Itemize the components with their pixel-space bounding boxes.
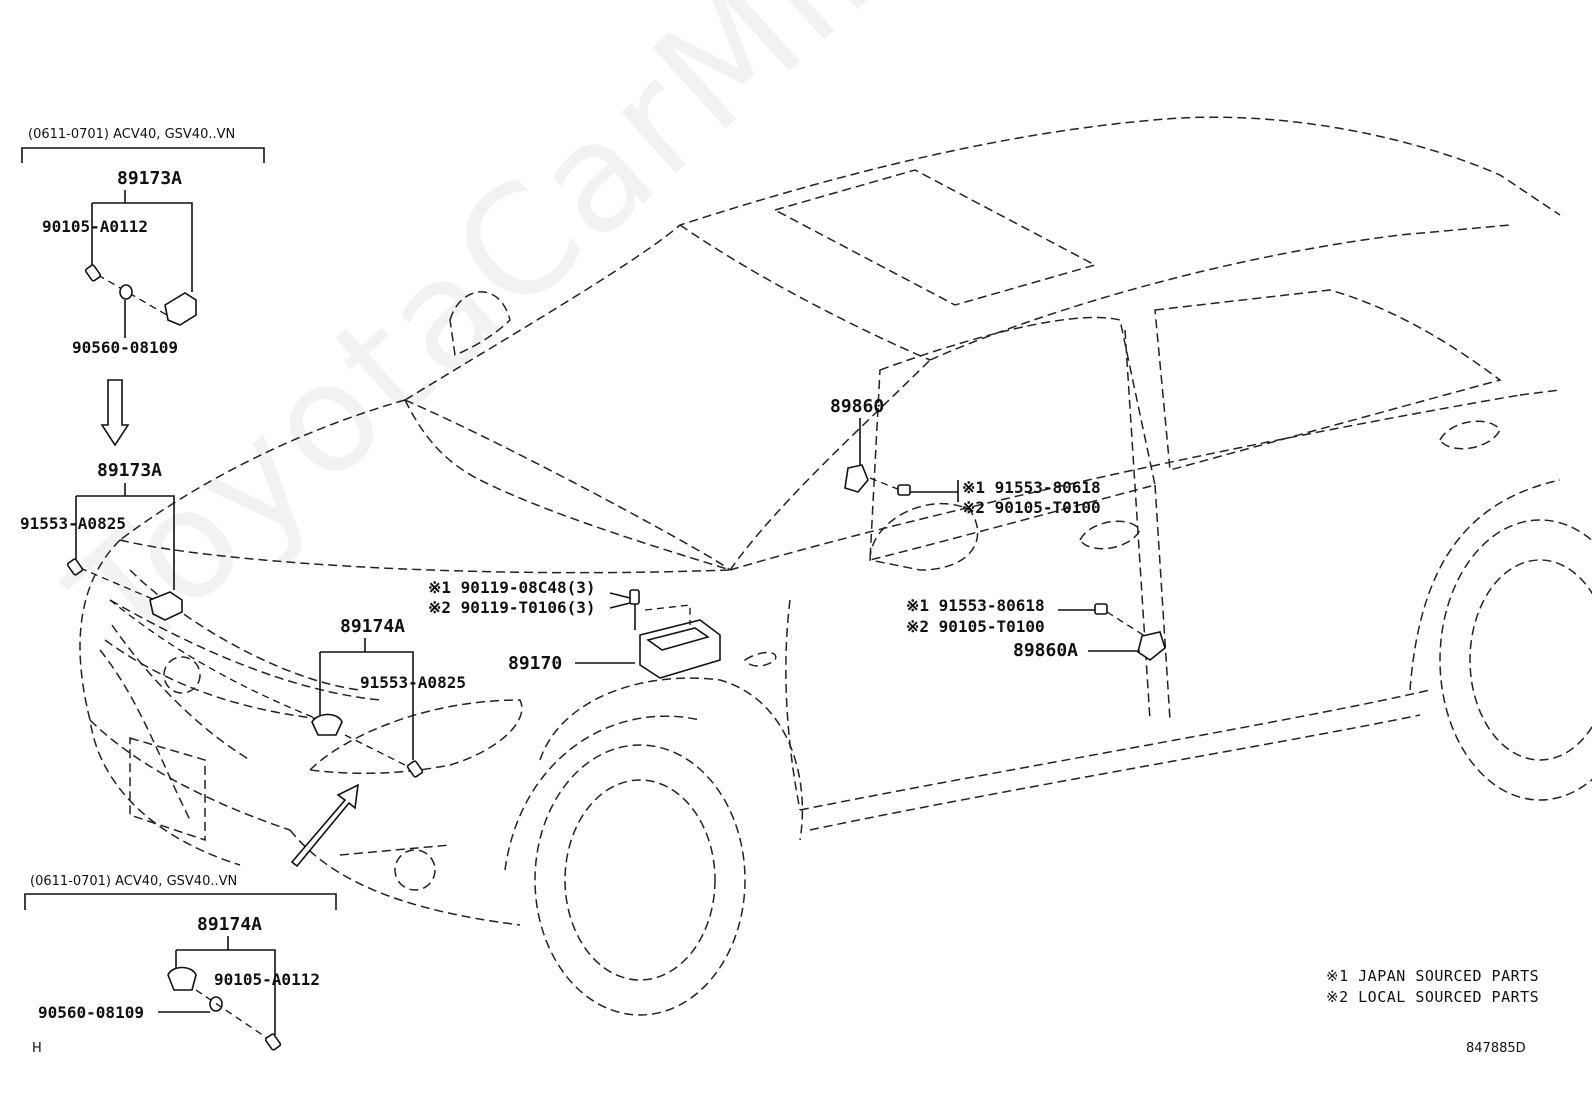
group-89860 (844, 418, 959, 502)
label-90105-t0100-b: ※2 90105-T0100 (906, 617, 1045, 636)
label-90105-t0100-a: ※2 90105-T0100 (962, 498, 1101, 517)
label-90560-08109-bottom: 90560-08109 (38, 1003, 144, 1022)
label-89860a: 89860A (1013, 640, 1079, 661)
top-inset-bracket (21, 147, 265, 338)
label-91553-80618-a: ※1 91553-80618 (962, 478, 1101, 497)
label-90560-08109-top: 90560-08109 (72, 338, 178, 357)
label-90105-a0112-top: 90105-A0112 (42, 217, 148, 236)
group-89174a (290, 638, 424, 868)
bottom-inset-bracket (24, 893, 337, 1051)
legend-note-japan: ※1 JAPAN SOURCED PARTS (1326, 967, 1540, 985)
label-89174a-bottom: 89174A (197, 914, 263, 935)
group-89860a (1058, 603, 1166, 661)
footer-reference-code: 847885D (1466, 1041, 1526, 1056)
label-89170: 89170 (508, 653, 563, 674)
label-91553-a0825-left: 91553-A0825 (20, 514, 126, 533)
label-89174a-main: 89174A (340, 616, 406, 637)
car-body-outline (79, 116, 1592, 1016)
group-89170 (575, 589, 721, 679)
label-89173a-main: 89173A (97, 460, 163, 481)
bottom-inset-header: (0611-0701) ACV40, GSV40..VN (30, 874, 238, 889)
label-91553-80618-b: ※1 91553-80618 (906, 596, 1045, 615)
label-90119-t0106: ※2 90119-T0106(3) (428, 598, 596, 617)
group-89173a (66, 483, 321, 721)
label-89860: 89860 (830, 396, 885, 417)
down-arrow (100, 379, 130, 447)
top-inset-header: (0611-0701) ACV40, GSV40..VN (28, 127, 236, 142)
label-91553-a0825-mid: 91553-A0825 (360, 673, 466, 692)
label-90105-a0112-bottom: 90105-A0112 (214, 970, 320, 989)
label-89173a-top: 89173A (117, 168, 183, 189)
legend-note-local: ※2 LOCAL SOURCED PARTS (1326, 988, 1540, 1006)
footer-left-code: H (32, 1041, 42, 1056)
label-90119-08c48: ※1 90119-08C48(3) (428, 578, 596, 597)
